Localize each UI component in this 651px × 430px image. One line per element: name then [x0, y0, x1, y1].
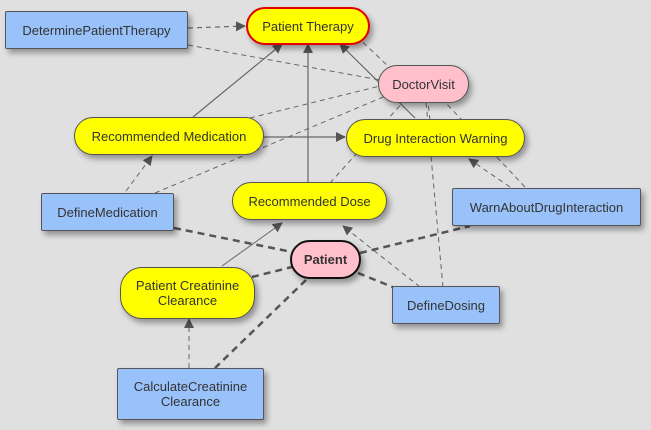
- node-define-medication[interactable]: DefineMedication: [41, 193, 174, 231]
- edge-patient-calc: [214, 279, 307, 369]
- node-label: Patient: [303, 252, 348, 267]
- node-define-dosing[interactable]: DefineDosing: [392, 286, 500, 324]
- edge-patient-defmed: [173, 226, 293, 254]
- edge-dpt-doctorvisit: [187, 44, 381, 81]
- node-label: Recommended Dose: [248, 193, 371, 209]
- edge-defmed-to-recmed: [125, 155, 153, 192]
- node-label: Drug Interaction Warning: [363, 130, 508, 146]
- node-label: DefineDosing: [406, 297, 486, 313]
- edge-warn-doctorvisit: [442, 99, 526, 188]
- node-calculate-creatinine-clearance[interactable]: CalculateCreatinine Clearance: [117, 368, 264, 420]
- node-patient-creatinine-clearance[interactable]: Patient Creatinine Clearance: [120, 267, 255, 319]
- edge-diw-to-therapy: [339, 43, 416, 119]
- node-label: DefineMedication: [57, 204, 158, 220]
- node-label: CalculateCreatinine Clearance: [133, 379, 248, 409]
- node-label: DeterminePatientTherapy: [22, 22, 171, 38]
- edge-diw-doctorvisit: [427, 101, 431, 121]
- node-label: Recommended Medication: [91, 128, 247, 144]
- node-drug-interaction-warning[interactable]: Drug Interaction Warning: [346, 119, 525, 157]
- edge-patient-dosing: [357, 271, 396, 290]
- node-recommended-dose[interactable]: Recommended Dose: [232, 182, 387, 220]
- node-doctor-visit[interactable]: DoctorVisit: [378, 65, 469, 103]
- node-determine-patient-therapy[interactable]: DeterminePatientTherapy: [5, 11, 188, 49]
- edge-dpt-to-therapy: [187, 21, 246, 32]
- node-patient-therapy[interactable]: Patient Therapy: [246, 7, 370, 45]
- edge-recmed-doctorvisit: [249, 85, 381, 119]
- edge-warn-to-diw: [468, 158, 511, 188]
- node-patient[interactable]: Patient: [290, 240, 361, 279]
- edge-recmed-to-therapy: [192, 43, 283, 118]
- node-label: WarnAboutDrugInteraction: [469, 199, 624, 215]
- edge-patient-pcc: [251, 265, 293, 279]
- edge-patient-warn: [359, 224, 471, 255]
- node-recommended-medication[interactable]: Recommended Medication: [74, 117, 264, 155]
- node-warn-about-drug-interaction[interactable]: WarnAboutDrugInteraction: [452, 188, 641, 226]
- edge-dosing-to-recdose: [342, 225, 421, 288]
- node-label: Patient Therapy: [262, 18, 354, 34]
- node-label: Patient Creatinine Clearance: [135, 278, 240, 308]
- edge-pcc-to-recdose: [221, 222, 283, 267]
- edge-defmed-doctorvisit: [154, 94, 389, 194]
- node-label: DoctorVisit: [392, 76, 455, 92]
